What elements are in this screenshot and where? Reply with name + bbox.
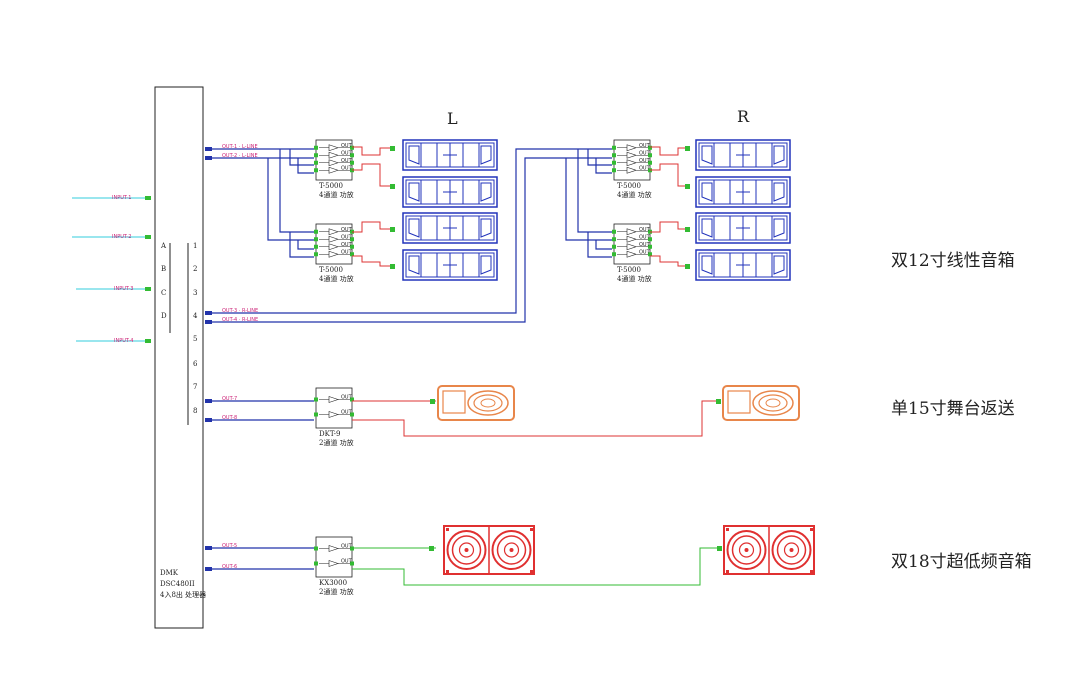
- amp-monitor-desc: 2通道 功放: [319, 438, 354, 447]
- amp-sub-desc: 2通道 功放: [319, 587, 354, 596]
- amp-L_top-desc: 4通道 功放: [319, 190, 354, 199]
- svg-text:OUT-5: OUT-5: [222, 543, 237, 549]
- processor-input-labels: A B C D: [160, 242, 167, 320]
- svg-text:OUT: OUT: [639, 249, 651, 255]
- processor-output-2: 2: [193, 265, 197, 273]
- svg-text:OUT: OUT: [341, 234, 353, 240]
- row-label-subwoofer: 双18寸超低频音箱: [891, 552, 1032, 572]
- svg-text:OUT: OUT: [639, 234, 651, 240]
- line-array-left-1: [402, 139, 498, 171]
- svg-text:OUT: OUT: [639, 242, 651, 248]
- svg-text:OUT: OUT: [341, 150, 353, 156]
- processor-input-C: C: [161, 289, 166, 297]
- processor-box: [154, 86, 204, 629]
- amp-L_bottom-desc: 4通道 功放: [319, 274, 354, 283]
- processor-output-7: 7: [193, 383, 197, 391]
- subwoofer-left: [443, 525, 535, 575]
- svg-text:OUT: OUT: [341, 559, 353, 565]
- input-lines: [72, 197, 148, 342]
- amp-R_top-model: T-5000: [617, 182, 641, 190]
- line-array-left-4: [402, 249, 498, 281]
- blue-signal-wires: [205, 148, 612, 570]
- processor-model: DSC480II: [160, 580, 195, 588]
- processor-input-A: A: [160, 242, 167, 250]
- svg-text:OUT-2 · L-LINE: OUT-2 · L-LINE: [222, 153, 258, 159]
- svg-text:OUT-6: OUT-6: [222, 564, 237, 570]
- svg-text:OUT: OUT: [639, 143, 651, 149]
- svg-text:INPUT-2: INPUT-2: [112, 234, 131, 240]
- svg-text:OUT: OUT: [341, 410, 353, 416]
- svg-text:OUT: OUT: [341, 544, 353, 550]
- line-array-right-4: [695, 249, 791, 281]
- speaker-connectors: [390, 146, 722, 551]
- svg-text:INPUT-4: INPUT-4: [114, 338, 133, 344]
- svg-text:INPUT-1: INPUT-1: [112, 195, 131, 201]
- label-right: R: [737, 107, 750, 126]
- svg-text:OUT: OUT: [341, 227, 353, 233]
- subwoofer-right: [723, 525, 815, 575]
- svg-text:OUT-7: OUT-7: [222, 396, 237, 402]
- line-array-speakers: [402, 139, 791, 281]
- monitor-right: [722, 385, 800, 421]
- line-array-right-3: [695, 212, 791, 244]
- svg-text:OUT: OUT: [639, 158, 651, 164]
- amp-monitor-model: DKT-9: [319, 430, 340, 438]
- red-speaker-wires: [352, 146, 718, 437]
- processor-output-4: 4: [193, 312, 198, 320]
- monitor-speakers: [437, 385, 800, 421]
- processor-output-1: 1: [193, 242, 197, 250]
- svg-text:OUT: OUT: [639, 227, 651, 233]
- line-array-left-2: [402, 176, 498, 208]
- svg-text:OUT: OUT: [639, 165, 651, 171]
- processor-output-8: 8: [193, 407, 197, 415]
- row-label-line-array: 双12寸线性音箱: [891, 251, 1015, 271]
- svg-text:OUT: OUT: [341, 249, 353, 255]
- processor-desc: 4入8出 处理器: [160, 590, 206, 599]
- svg-text:OUT: OUT: [341, 143, 353, 149]
- svg-text:OUT-4 · R-LINE: OUT-4 · R-LINE: [222, 317, 258, 323]
- line-array-right-1: [695, 139, 791, 171]
- amp-R_bottom-model: T-5000: [617, 266, 641, 274]
- subwoofer-speakers: [443, 525, 815, 575]
- processor-output-3: 3: [193, 289, 197, 297]
- amp-L_bottom-model: T-5000: [319, 266, 343, 274]
- input-connectors: [145, 196, 151, 343]
- amp-R_bottom-desc: 4通道 功放: [617, 274, 652, 283]
- line-array-left-3: [402, 212, 498, 244]
- svg-text:OUT-1 · L-LINE: OUT-1 · L-LINE: [222, 144, 258, 150]
- processor-output-5: 5: [193, 335, 197, 343]
- amp-R_top-desc: 4通道 功放: [617, 190, 652, 199]
- input-tiny-labels: INPUT-1 INPUT-2 INPUT-3 INPUT-4: [112, 195, 133, 344]
- processor-input-D: D: [161, 312, 167, 320]
- svg-text:OUT: OUT: [639, 150, 651, 156]
- svg-text:OUT-3 · R-LINE: OUT-3 · R-LINE: [222, 308, 258, 314]
- label-left: L: [447, 109, 458, 128]
- processor-brand: DMK: [160, 569, 179, 577]
- processor-input-B: B: [161, 265, 166, 273]
- svg-text:INPUT-3: INPUT-3: [114, 286, 133, 292]
- svg-text:OUT-8: OUT-8: [222, 415, 237, 421]
- processor-output-6: 6: [193, 360, 198, 368]
- svg-text:OUT: OUT: [341, 395, 353, 401]
- output-connectors: [205, 147, 212, 571]
- amp-L_top-model: T-5000: [319, 182, 343, 190]
- svg-text:OUT: OUT: [341, 158, 353, 164]
- green-sub-wires: [352, 547, 720, 586]
- monitor-left: [437, 385, 515, 421]
- line-array-right-2: [695, 176, 791, 208]
- svg-text:OUT: OUT: [341, 165, 353, 171]
- amp-sub-model: KX3000: [319, 579, 347, 587]
- processor-output-labels: 1 2 3 4 5 6 7 8: [193, 242, 198, 415]
- row-label-monitor: 单15寸舞台返送: [891, 399, 1015, 419]
- svg-text:OUT: OUT: [341, 242, 353, 248]
- output-tiny-labels: OUT-1 · L-LINE OUT-2 · L-LINE OUT-3 · R-…: [222, 144, 258, 570]
